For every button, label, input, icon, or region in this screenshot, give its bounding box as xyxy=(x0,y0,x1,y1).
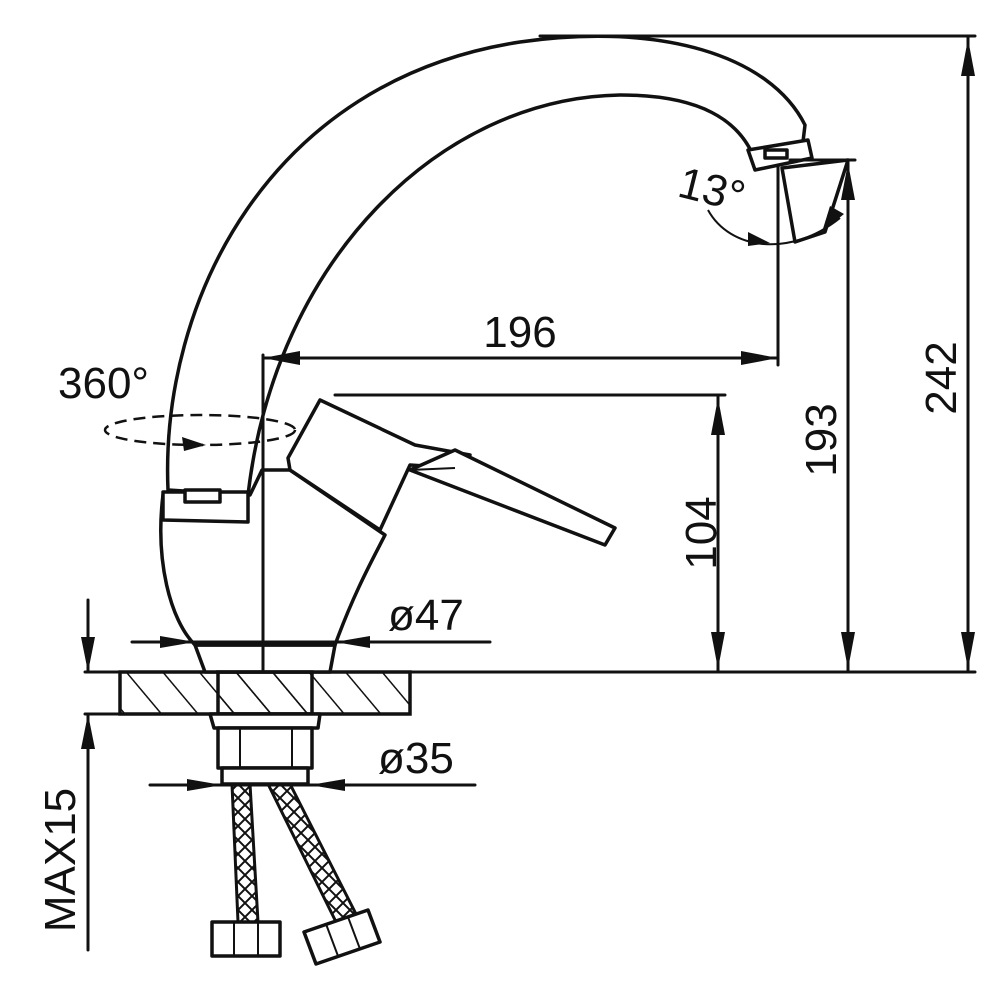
dimension-thread-diameter: ø35 xyxy=(148,734,477,791)
dimension-total-height: 242 xyxy=(538,34,977,674)
total-height-label: 242 xyxy=(917,341,966,414)
faucet-body xyxy=(159,468,387,786)
lever-handle xyxy=(286,398,617,547)
dimension-base-diameter: ø47 xyxy=(130,591,492,648)
flex-hoses xyxy=(210,782,382,966)
outlet-tilt-angle-label: 13° xyxy=(674,158,750,222)
dimension-outlet-height: 193 xyxy=(788,158,857,674)
angle-swivel: 360° xyxy=(58,359,297,451)
max-counter-thickness-label: MAX15 xyxy=(36,788,85,932)
dimension-handle-height: 104 xyxy=(333,393,727,674)
swivel-angle-label: 360° xyxy=(58,359,149,408)
angle-outlet-tilt: 13° xyxy=(674,158,850,246)
dimension-spout-reach: 196 xyxy=(261,163,780,674)
spout-reach-label: 196 xyxy=(483,308,556,357)
outlet-height-label: 193 xyxy=(797,403,846,476)
dimension-max-counter-thickness: MAX15 xyxy=(36,598,95,952)
spout xyxy=(161,34,814,524)
handle-height-label: 104 xyxy=(677,496,726,569)
thread-diameter-label: ø35 xyxy=(378,734,454,783)
base-diameter-label: ø47 xyxy=(388,591,464,640)
